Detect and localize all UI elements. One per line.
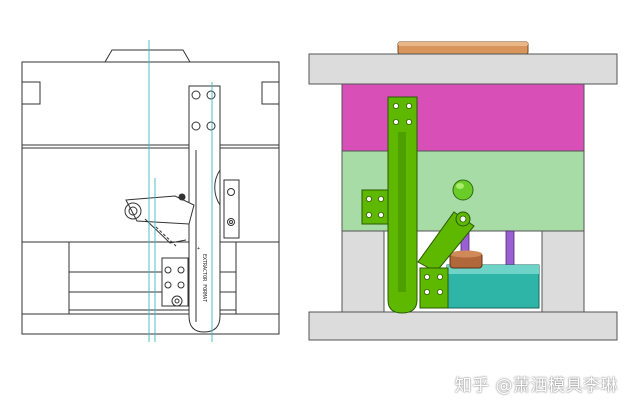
lower-holder-green bbox=[419, 267, 449, 309]
right-panel-colored-model bbox=[308, 41, 618, 341]
left-support-block-gray bbox=[341, 230, 385, 313]
right-support-block-gray bbox=[541, 230, 585, 313]
top-clamp-plate-gray bbox=[308, 53, 618, 85]
slotted-lever-green bbox=[387, 96, 418, 314]
guide-block bbox=[223, 179, 240, 239]
cavity-plate-magenta bbox=[341, 83, 585, 152]
center-lines bbox=[148, 40, 213, 342]
bottom-holder bbox=[161, 257, 189, 307]
bushing-brown bbox=[449, 250, 483, 269]
left-panel-line-drawing bbox=[21, 49, 280, 335]
sprue-bushing-copper bbox=[397, 41, 529, 55]
watermark: 知乎 @萧洒模具李琳 bbox=[454, 376, 618, 396]
ejector-retainer-plate bbox=[68, 291, 237, 311]
center-ball bbox=[452, 179, 474, 201]
bottom-clamp-plate-gray bbox=[308, 311, 618, 341]
ejector-block-cyan bbox=[446, 264, 540, 309]
sprue-bushing bbox=[104, 49, 191, 63]
right-support-block bbox=[235, 241, 280, 315]
extractor-annotation: EXTRACTOR FORMAT bbox=[201, 254, 207, 302]
curved-guide bbox=[214, 169, 221, 206]
left-support-block bbox=[21, 241, 70, 315]
angled-arm bbox=[124, 193, 195, 247]
bottom-clamp-plate bbox=[21, 313, 280, 335]
guide-block-green bbox=[361, 189, 389, 225]
top-clamp-plate bbox=[21, 61, 280, 149]
angled-arm-green bbox=[417, 211, 475, 273]
marker-symbol: + bbox=[197, 246, 200, 252]
middle-plate bbox=[21, 147, 280, 243]
